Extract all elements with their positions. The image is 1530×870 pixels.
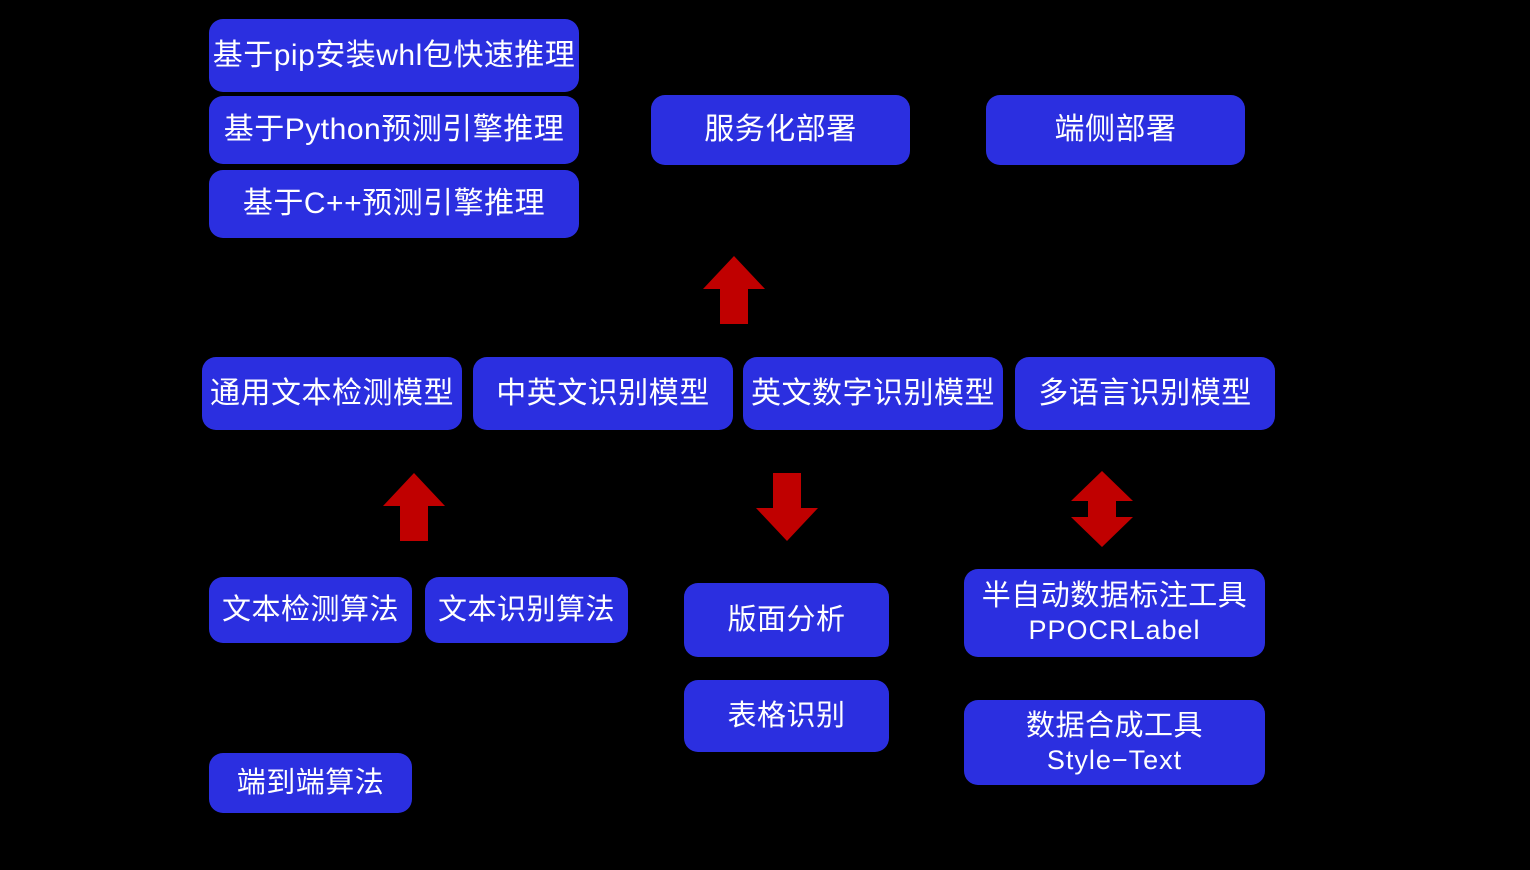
box-label: 基于Python预测引擎推理: [223, 113, 565, 147]
box-inference-cpp[interactable]: 基于C++预测引擎推理: [209, 170, 579, 238]
box-label: 英文数字识别模型: [751, 376, 995, 410]
box-deployment-edge[interactable]: 端侧部署: [986, 95, 1245, 165]
box-tool-ppocrlabel[interactable]: 半自动数据标注工具 PPOCRLabel: [964, 569, 1265, 657]
box-label: 版面分析: [727, 603, 846, 636]
box-label: 表格识别: [727, 699, 846, 732]
box-label: 基于pip安装whl包快速推理: [212, 38, 576, 72]
box-inference-pip[interactable]: 基于pip安装whl包快速推理: [209, 19, 579, 92]
box-sublabel: PPOCRLabel: [1028, 615, 1201, 646]
box-label: 半自动数据标注工具: [981, 580, 1248, 612]
box-label: 端侧部署: [1054, 113, 1177, 147]
box-label: 文本检测算法: [221, 593, 399, 626]
arrow-algorithms-to-models: [383, 473, 445, 541]
box-algorithm-text-detection[interactable]: 文本检测算法: [209, 577, 412, 643]
arrow-models-to-tools: [1071, 471, 1133, 547]
box-inference-python[interactable]: 基于Python预测引擎推理: [209, 96, 579, 164]
arrow-models-to-deployment: [703, 256, 765, 324]
box-label: 通用文本检测模型: [210, 376, 454, 410]
box-label: 服务化部署: [704, 113, 857, 147]
box-layout-analysis[interactable]: 版面分析: [684, 583, 889, 657]
box-sublabel: Style−Text: [1046, 744, 1183, 775]
box-algorithm-end-to-end[interactable]: 端到端算法: [209, 753, 412, 813]
box-label: 端到端算法: [236, 766, 385, 799]
box-model-cn-en-recognition[interactable]: 中英文识别模型: [473, 357, 733, 430]
box-tool-style-text[interactable]: 数据合成工具 Style−Text: [964, 700, 1265, 785]
box-algorithm-text-recognition[interactable]: 文本识别算法: [425, 577, 628, 643]
box-label: 文本识别算法: [437, 593, 615, 626]
box-model-en-digit-recognition[interactable]: 英文数字识别模型: [743, 357, 1003, 430]
box-model-text-detection[interactable]: 通用文本检测模型: [202, 357, 462, 430]
box-model-multilingual-recognition[interactable]: 多语言识别模型: [1015, 357, 1275, 430]
box-label: 数据合成工具: [1025, 709, 1203, 742]
box-deployment-service[interactable]: 服务化部署: [651, 95, 910, 165]
box-table-recognition[interactable]: 表格识别: [684, 680, 889, 752]
box-label: 中英文识别模型: [496, 376, 710, 410]
arrow-models-to-document-analysis: [756, 473, 818, 541]
box-label: 多语言识别模型: [1038, 376, 1252, 410]
box-label: 基于C++预测引擎推理: [242, 187, 546, 221]
